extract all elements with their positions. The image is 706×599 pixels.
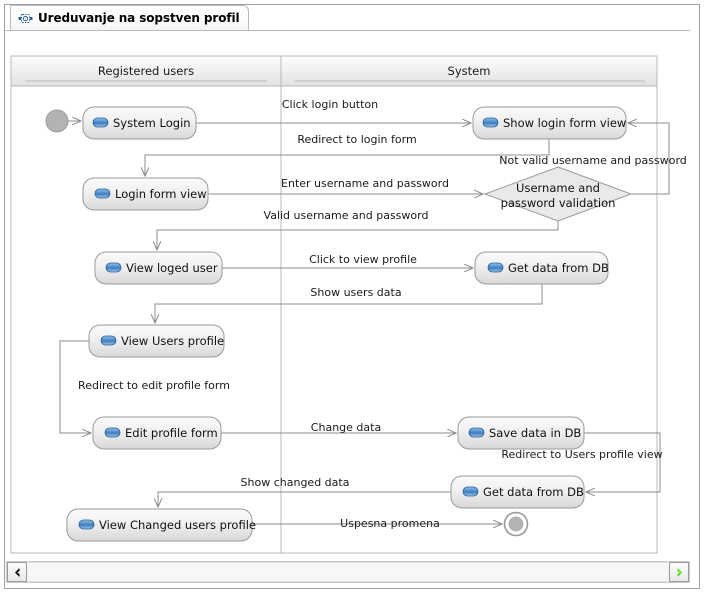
- scroll-track[interactable]: [29, 562, 667, 582]
- activity-node-view-users-profile[interactable]: View Users profile: [88, 324, 225, 358]
- scroll-left-button[interactable]: [7, 562, 27, 582]
- activity-node-view-changed-users-profile[interactable]: View Changed users profile: [66, 508, 256, 542]
- edge-label-redirect-to-edit-profile-form: Redirect to edit profile form: [78, 379, 230, 392]
- edge-label-uspesna-promena: Uspesna promena: [340, 517, 440, 530]
- edge-labels: Click login button Redirect to login for…: [78, 98, 687, 530]
- tab-title: Ureduvanje na sopstven profil: [38, 11, 240, 25]
- activity-label: Get data from DB: [508, 261, 609, 275]
- activity-icon: [92, 117, 109, 128]
- edge-label-not-valid-username-and-password: Not valid username and password: [499, 154, 687, 167]
- edge-label-redirect-to-login-form: Redirect to login form: [297, 133, 416, 146]
- activity-icon: [100, 335, 117, 346]
- chevron-left-icon: [13, 567, 22, 578]
- activity-label: Login form view: [115, 187, 207, 201]
- activity-node-login-form-view[interactable]: Login form view: [82, 177, 209, 211]
- decision-label-line2: password validation: [501, 196, 616, 210]
- activity-node-view-loged-user[interactable]: View loged user: [94, 251, 223, 285]
- activity-icon: [482, 117, 499, 128]
- lane-title-system: System: [448, 64, 491, 78]
- activity-node-edit-profile-form[interactable]: Edit profile form: [92, 416, 222, 450]
- activity-label: Show login form view: [503, 116, 626, 130]
- activity-icon: [468, 427, 485, 438]
- edge-label-show-changed-data: Show changed data: [241, 476, 350, 489]
- initial-node[interactable]: [45, 109, 69, 133]
- edge-label-enter-username-and-password: Enter username and password: [281, 177, 449, 190]
- horizontal-scrollbar[interactable]: [6, 561, 690, 583]
- scroll-right-button[interactable]: [669, 562, 689, 582]
- activity-node-save-data-in-db[interactable]: Save data in DB: [457, 416, 585, 450]
- activity-icon: [78, 519, 95, 530]
- decision-label-line1: Username and: [516, 181, 600, 195]
- edge-label-show-users-data: Show users data: [310, 286, 401, 299]
- decision-node-username-password-validation[interactable]: Username and password validation: [483, 166, 633, 222]
- activity-icon: [487, 262, 504, 273]
- swimlane-frame: [10, 55, 658, 554]
- activity-label: Edit profile form: [125, 426, 218, 440]
- edges: [59, 121, 670, 524]
- activity-label: Save data in DB: [489, 426, 581, 440]
- activity-node-get-data-from-db-1[interactable]: Get data from DB: [474, 251, 609, 285]
- activity-icon: [94, 188, 111, 199]
- edge-label-click-to-view-profile: Click to view profile: [309, 253, 417, 266]
- activity-label: View Users profile: [121, 334, 224, 348]
- diagram-canvas[interactable]: Registered users System: [5, 30, 690, 559]
- uml-diagram-icon: [18, 12, 33, 25]
- edge-label-redirect-to-users-profile-view: Redirect to Users profile view: [501, 448, 662, 461]
- activity-icon: [462, 486, 479, 497]
- tab-strip: Ureduvanje na sopstven profil: [5, 5, 699, 31]
- lane-title-registered-users: Registered users: [98, 64, 194, 78]
- edge-label-change-data: Change data: [311, 421, 381, 434]
- activity-node-system-login[interactable]: System Login: [82, 106, 197, 140]
- activity-icon: [104, 427, 121, 438]
- activity-label: View Changed users profile: [99, 518, 256, 532]
- activity-node-get-data-from-db-2[interactable]: Get data from DB: [450, 475, 585, 509]
- activity-diagram: Registered users System: [10, 55, 687, 554]
- edge-label-valid-username-and-password: Valid username and password: [264, 209, 429, 222]
- chevron-right-icon: [675, 567, 684, 578]
- activity-label: View loged user: [126, 261, 218, 275]
- tab-diagram[interactable]: Ureduvanje na sopstven profil: [10, 5, 250, 30]
- edge-label-click-login-button: Click login button: [282, 98, 378, 111]
- activity-icon: [105, 262, 122, 273]
- activity-label: Get data from DB: [483, 485, 584, 499]
- final-node[interactable]: [503, 511, 529, 537]
- activity-node-show-login-form-view[interactable]: Show login form view: [472, 106, 627, 140]
- activity-label: System Login: [113, 116, 191, 130]
